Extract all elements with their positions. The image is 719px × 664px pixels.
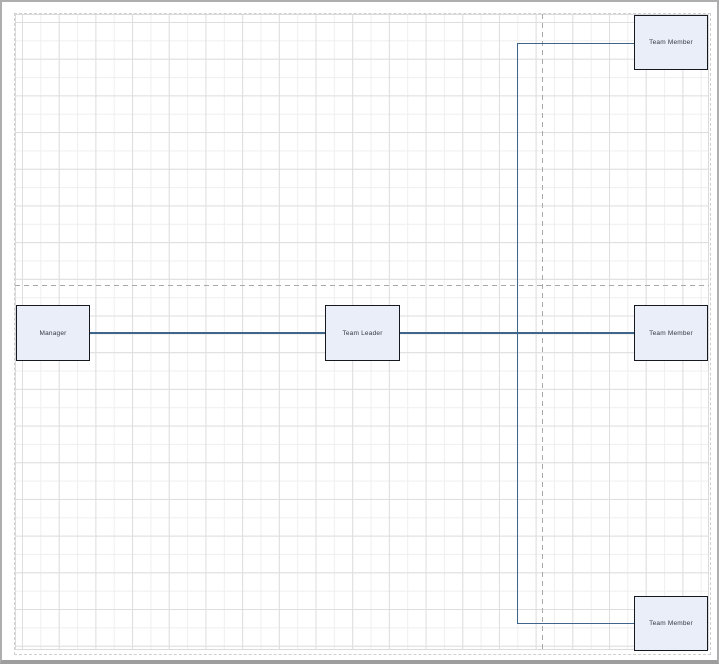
shape-team-member-top-label: Team Member [649, 39, 693, 46]
connector-to-member-top[interactable] [517, 42, 634, 44]
shape-team-member-top[interactable]: Team Member [634, 15, 708, 70]
shape-team-leader-label: Team Leader [342, 329, 383, 337]
connector-manager-to-team-leader[interactable] [90, 332, 325, 334]
connector-to-member-bottom[interactable] [517, 622, 634, 624]
shape-team-member-middle-label: Team Member [649, 329, 693, 337]
shape-manager-label: Manager [39, 329, 67, 337]
shape-manager[interactable]: Manager [16, 305, 90, 361]
shape-team-member-bottom[interactable]: Team Member [634, 596, 708, 651]
connector-trunk-vertical[interactable] [516, 42, 518, 624]
page-break-guide-horizontal [15, 285, 709, 286]
shape-team-member-middle[interactable]: Team Member [634, 305, 708, 361]
shape-team-leader[interactable]: Team Leader [325, 305, 400, 361]
shape-team-member-bottom-label: Team Member [649, 620, 693, 627]
